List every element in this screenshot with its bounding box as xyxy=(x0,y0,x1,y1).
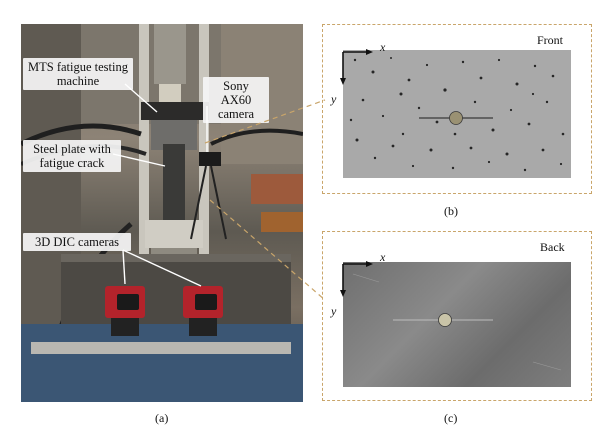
panel-b-label: (b) xyxy=(444,204,458,218)
callout-pointers xyxy=(112,83,208,287)
panel-a-label: (a) xyxy=(155,411,169,425)
front-axis-x: x xyxy=(380,40,386,54)
callout-dic-cameras: 3D DIC cameras xyxy=(23,233,131,251)
callout-steel-plate: Steel plate with fatigue crack xyxy=(23,140,121,172)
speckle-pattern xyxy=(343,50,571,178)
back-specimen-plate xyxy=(343,262,571,387)
front-title: Front xyxy=(537,33,564,47)
back-plate-drawing xyxy=(352,273,562,371)
lab-setup-photo: MTS fatigue testing machine Sony AX60 ca… xyxy=(21,24,303,402)
callout-mts-machine: MTS fatigue testing machine xyxy=(23,58,133,90)
front-axis-y: y xyxy=(331,92,337,106)
back-axis-x: x xyxy=(380,250,386,264)
panel-c-label: (c) xyxy=(444,411,458,425)
back-axis-y: y xyxy=(331,304,337,318)
front-frame xyxy=(322,24,592,194)
front-specimen-speckle xyxy=(343,50,571,178)
back-frame xyxy=(322,231,592,401)
back-title: Back xyxy=(540,240,565,254)
